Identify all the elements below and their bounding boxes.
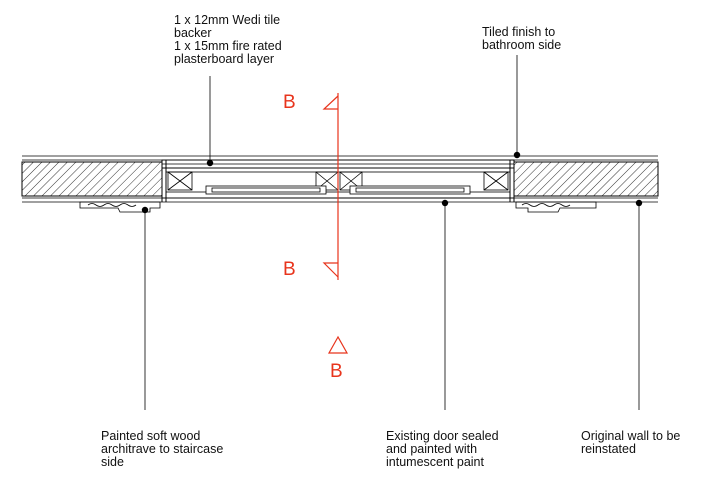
section-mark-top: B xyxy=(283,92,296,113)
annotation-existing-door: Existing door sealed and painted with in… xyxy=(386,429,499,469)
left-wall xyxy=(21,161,163,197)
annotation-wedi-backer: 1 x 12mm Wedi tile backer 1 x 15mm fire … xyxy=(174,13,282,66)
annotation-architrave: Painted soft wood architrave to staircas… xyxy=(101,429,224,469)
right-wall xyxy=(513,161,659,197)
annotation-original-wall: Original wall to be reinstated xyxy=(581,429,681,456)
architrave-right xyxy=(515,201,597,213)
leader-dots xyxy=(141,151,643,214)
jambs xyxy=(161,160,515,202)
section-line xyxy=(322,93,349,354)
annotation-tiled-finish: Tiled finish to bathroom side xyxy=(482,25,562,52)
architrave-left xyxy=(79,201,161,213)
section-mark-middle: B xyxy=(283,259,296,280)
door-panels xyxy=(200,185,471,199)
section-mark-bottom: B xyxy=(330,361,343,382)
leader-lines xyxy=(144,55,640,410)
